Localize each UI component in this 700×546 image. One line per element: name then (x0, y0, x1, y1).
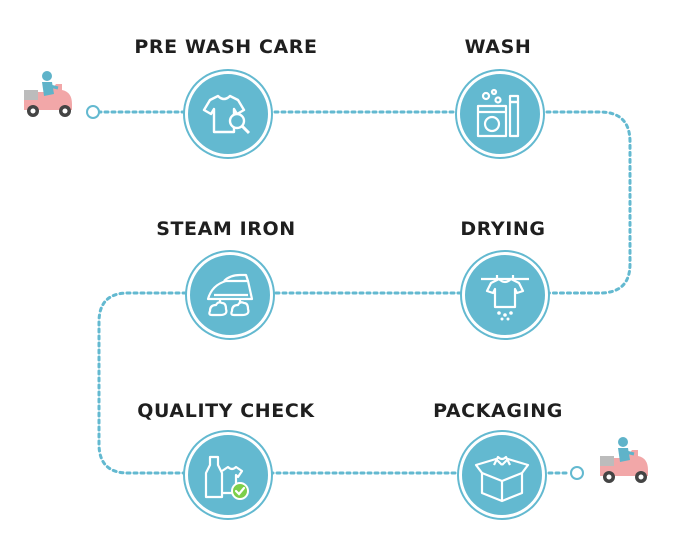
step-quality-check (185, 432, 271, 518)
path-row-2 (97, 291, 463, 475)
steam-iron-icon (206, 273, 254, 317)
green-check-badge (231, 482, 249, 500)
end-node (570, 466, 584, 480)
step-wash (457, 71, 543, 157)
clothes-checkmark-icon (204, 455, 249, 500)
step-label-pre-wash-care: PRE WASH CARE (134, 36, 318, 58)
step-packaging (459, 432, 545, 518)
hanging-shirt-icon (481, 275, 529, 321)
path-row-1 (96, 110, 632, 295)
step-label-wash: WASH (464, 36, 532, 58)
step-label-quality-check: QUALITY CHECK (137, 400, 315, 422)
delivery-scooter-icon (600, 437, 648, 483)
step-label-steam-iron: STEAM IRON (156, 218, 296, 240)
start-node (86, 105, 100, 119)
tshirt-magnifier-icon (202, 94, 251, 135)
step-label-packaging: PACKAGING (433, 400, 563, 422)
step-steam-iron (187, 252, 273, 338)
step-drying (462, 252, 548, 338)
step-pre-wash-care (185, 71, 271, 157)
step-label-drying: DRYING (460, 218, 546, 240)
box-with-shirt-icon (474, 455, 530, 503)
delivery-scooter-icon (24, 71, 72, 117)
washing-machine-icon (476, 88, 520, 138)
